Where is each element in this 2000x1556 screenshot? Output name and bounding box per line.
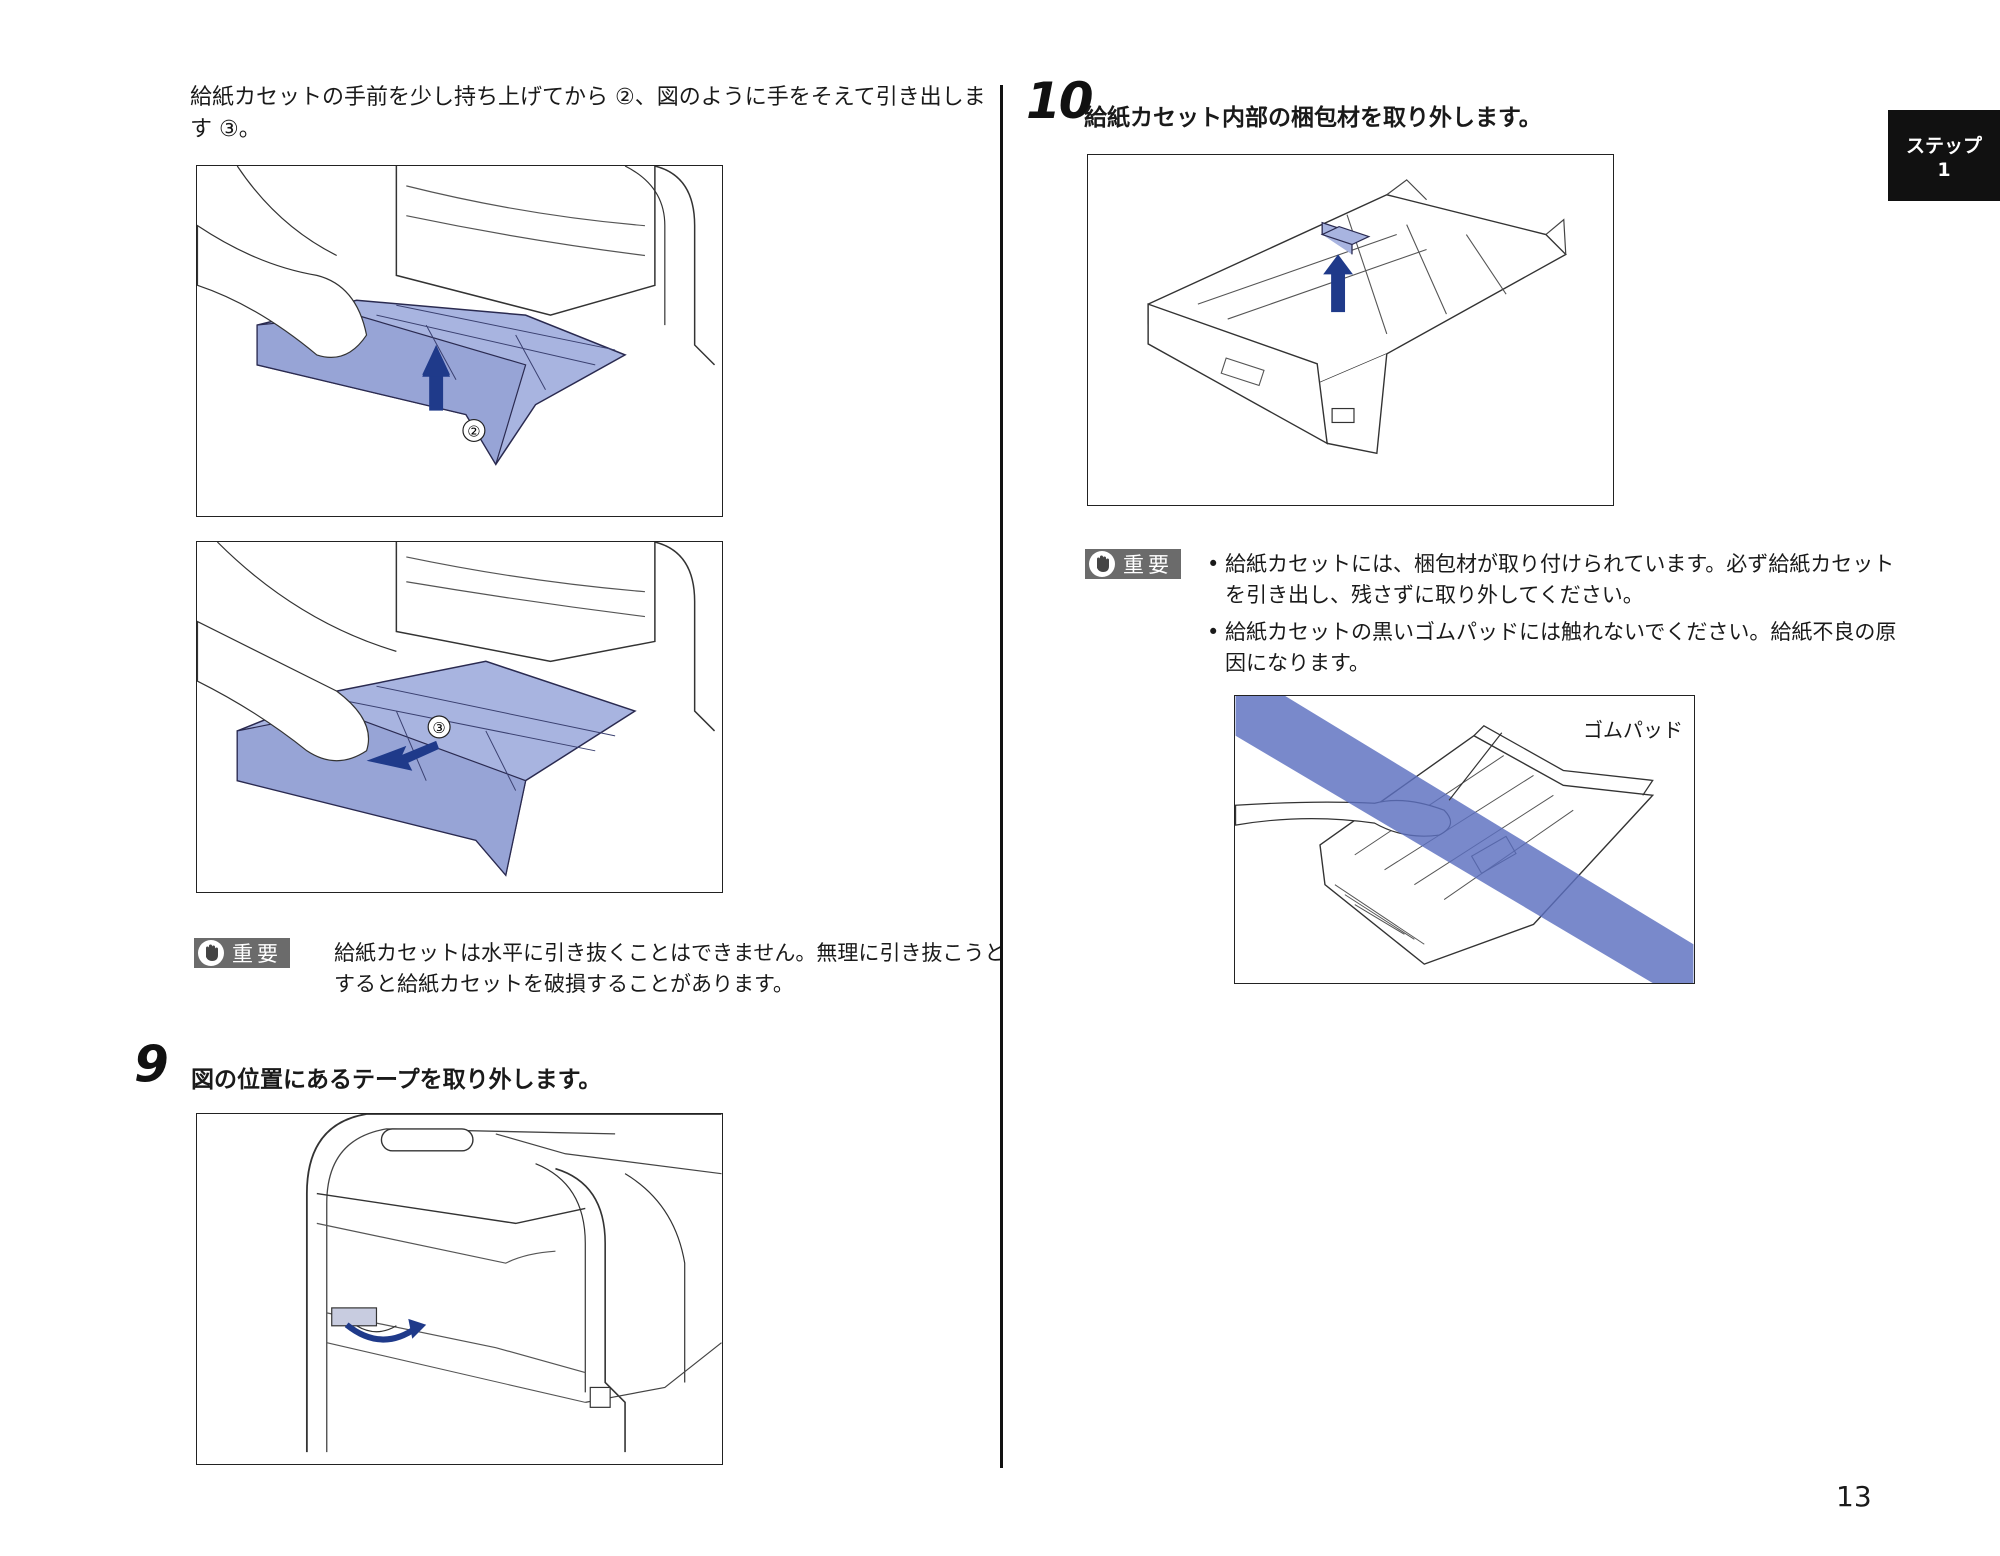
figure-packing-material-illustration bbox=[1147, 179, 1567, 455]
important-bullet-1-line-1: 給紙カセットには、梱包材が取り付けられています。必ず給紙カセット bbox=[1225, 552, 1895, 576]
figure-pull-cassette-illustration: ③ bbox=[197, 542, 716, 877]
intro-paragraph: 給紙カセットの手前を少し持ち上げてから ②、図のように手をそえて引き出しま す … bbox=[190, 82, 990, 146]
step-tab-number: 1 bbox=[1937, 159, 1951, 181]
intro-line-2: す ③。 bbox=[190, 117, 261, 142]
important-bullet-1-line-2: を引き出し、残さずに取り外してください。 bbox=[1225, 583, 1644, 607]
figure-label-circle-2: ② bbox=[467, 422, 480, 440]
figure-remove-tape-illustration bbox=[305, 1114, 722, 1453]
important-badge-label: 重要 bbox=[232, 942, 282, 966]
figure-remove-tape bbox=[196, 1113, 723, 1465]
important-bullet-2: 給紙カセットの黒いゴムパッドには触れないでください。給紙不良の原 因になります。 bbox=[1207, 617, 1896, 679]
important-note-1-line-2: すると給紙カセットを破損することがあります。 bbox=[334, 972, 794, 996]
important-bullet-2-line-2: 因になります。 bbox=[1225, 651, 1370, 675]
important-badge-label-2: 重要 bbox=[1123, 553, 1173, 577]
column-divider bbox=[1000, 85, 1003, 1468]
figure-pull-cassette: ③ bbox=[196, 541, 723, 893]
intro-line-1: 給紙カセットの手前を少し持ち上げてから ②、図のように手をそえて引き出しま bbox=[190, 85, 986, 110]
important-note-2: 重要 給紙カセットには、梱包材が取り付けられています。必ず給紙カセット を引き出… bbox=[1085, 549, 1896, 685]
important-note-1-text: 給紙カセットは水平に引き抜くことはできません。無理に引き抜こうと すると給紙カセ… bbox=[334, 938, 1005, 1000]
important-note-1: 重要 給紙カセットは水平に引き抜くことはできません。無理に引き抜こうと すると給… bbox=[194, 938, 1005, 1000]
figure-packing-material bbox=[1087, 154, 1614, 506]
step-10-title: 給紙カセット内部の梱包材を取り外します。 bbox=[1084, 105, 1542, 131]
hand-icon bbox=[1089, 551, 1115, 577]
hand-icon bbox=[198, 940, 224, 966]
step-tab: ステップ 1 bbox=[1888, 110, 2000, 201]
figure-label-circle-3: ③ bbox=[432, 719, 445, 737]
step-9-number: 9 bbox=[134, 1035, 169, 1093]
figure-lift-cassette-illustration: ② bbox=[197, 166, 716, 466]
step-10-number: 10 bbox=[1026, 72, 1094, 130]
step-tab-label: ステップ bbox=[1905, 135, 1982, 157]
figure-lift-cassette: ② bbox=[196, 165, 723, 517]
figure-rubber-pad: ゴムパッド bbox=[1234, 695, 1695, 984]
important-note-2-list: 給紙カセットには、梱包材が取り付けられています。必ず給紙カセット を引き出し、残… bbox=[1207, 549, 1896, 685]
important-bullet-1: 給紙カセットには、梱包材が取り付けられています。必ず給紙カセット を引き出し、残… bbox=[1207, 549, 1896, 611]
page-number: 13 bbox=[1836, 1480, 1872, 1513]
step-9-title: 図の位置にあるテープを取り外します。 bbox=[191, 1067, 602, 1093]
figure-rubber-pad-illustration bbox=[1235, 696, 1694, 983]
important-note-1-line-1: 給紙カセットは水平に引き抜くことはできません。無理に引き抜こうと bbox=[334, 941, 1006, 965]
important-bullet-2-line-1: 給紙カセットの黒いゴムパッドには触れないでください。給紙不良の原 bbox=[1225, 620, 1897, 644]
rubber-pad-label: ゴムパッド bbox=[1583, 718, 1683, 742]
important-badge-2: 重要 bbox=[1085, 549, 1181, 579]
important-badge: 重要 bbox=[194, 938, 290, 968]
